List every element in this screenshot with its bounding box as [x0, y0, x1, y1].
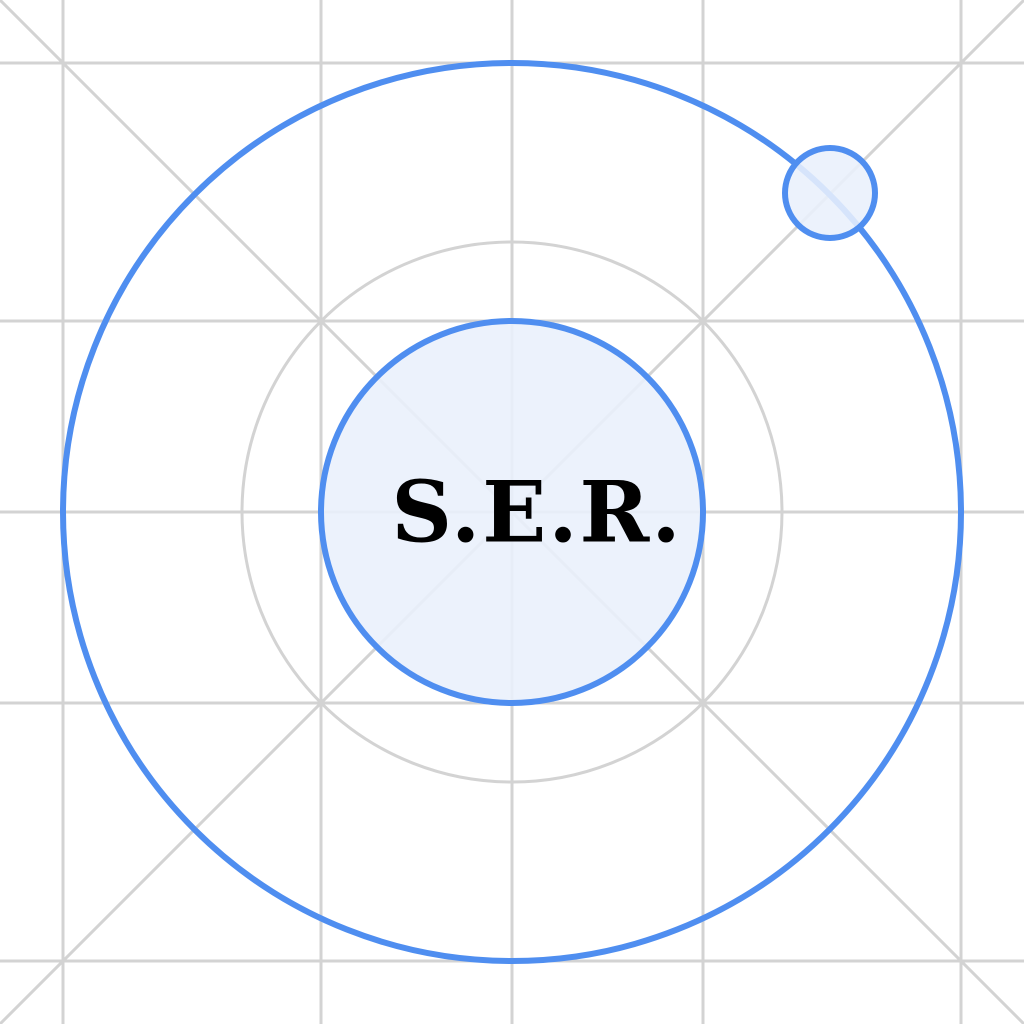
logo-text: S.E.R. [391, 463, 682, 562]
orbit-ring [60, 60, 964, 964]
satellite-circle [782, 145, 878, 241]
core-circle [318, 318, 706, 706]
grid-guide-circle [240, 240, 784, 784]
